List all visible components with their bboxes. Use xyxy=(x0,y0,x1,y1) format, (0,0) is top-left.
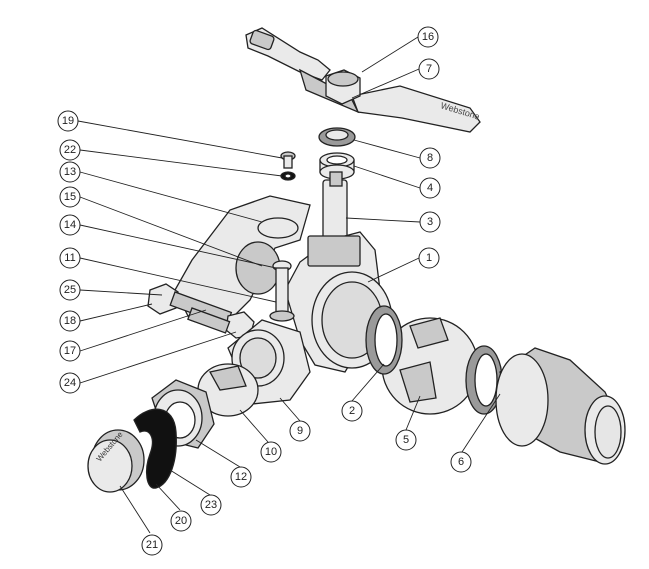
leader-4 xyxy=(353,165,421,189)
callout-21-label: 21 xyxy=(146,539,158,551)
leader-10 xyxy=(239,409,269,443)
callout-19: 19 xyxy=(57,110,79,132)
leader-22 xyxy=(79,149,283,177)
callouts: 16 7 8 4 3 1 19 22 13 15 14 11 25 18 17 … xyxy=(57,26,472,556)
right-seat-ring xyxy=(465,345,503,415)
leader-5 xyxy=(405,395,421,431)
callout-15-label: 15 xyxy=(64,191,76,203)
callout-5-label: 5 xyxy=(403,434,409,446)
callout-2: 2 xyxy=(341,400,363,422)
callout-4-label: 4 xyxy=(427,182,433,194)
callout-22-label: 22 xyxy=(64,144,76,156)
valve-stem xyxy=(322,171,348,241)
callout-21: 21 xyxy=(141,534,163,556)
callout-24: 24 xyxy=(59,372,81,394)
callout-2-label: 2 xyxy=(349,405,355,417)
leader-18 xyxy=(79,303,153,322)
leader-12 xyxy=(195,439,241,468)
callout-20-label: 20 xyxy=(175,515,187,527)
callout-3-label: 3 xyxy=(427,216,433,228)
leader-lines xyxy=(77,36,501,534)
callout-9-label: 9 xyxy=(297,425,303,437)
callout-10: 10 xyxy=(260,441,282,463)
leader-16 xyxy=(361,36,419,73)
callout-23: 23 xyxy=(200,494,222,516)
valve-illustration: Webstone xyxy=(87,27,626,493)
callout-5: 5 xyxy=(395,429,417,451)
leader-19 xyxy=(77,120,283,159)
callout-7: 7 xyxy=(418,58,440,80)
packing-washer xyxy=(318,127,356,147)
callout-17-label: 17 xyxy=(64,345,76,357)
callout-14-label: 14 xyxy=(64,219,76,231)
leader-21 xyxy=(119,485,151,534)
stem-nut xyxy=(325,69,361,105)
callout-9: 9 xyxy=(289,420,311,442)
callout-6: 6 xyxy=(450,451,472,473)
callout-25: 25 xyxy=(59,279,81,301)
callout-11: 11 xyxy=(59,247,81,269)
leader-6 xyxy=(461,393,501,453)
callout-16: 16 xyxy=(417,26,439,48)
callout-8-label: 8 xyxy=(427,152,433,164)
main-handle: Webstone xyxy=(245,27,481,133)
leader-9 xyxy=(279,397,301,422)
callout-18-label: 18 xyxy=(64,315,76,327)
callout-11-label: 11 xyxy=(64,252,75,264)
leader-7 xyxy=(351,68,420,99)
leader-25 xyxy=(79,289,163,296)
drain-ball xyxy=(197,363,259,417)
leader-11 xyxy=(79,257,277,303)
callout-6-label: 6 xyxy=(458,456,464,468)
drain-stem xyxy=(269,260,295,322)
callout-19-label: 19 xyxy=(62,115,74,127)
callout-20: 20 xyxy=(170,510,192,532)
leader-2 xyxy=(351,363,385,402)
callout-1-label: 1 xyxy=(426,252,432,264)
callout-8: 8 xyxy=(419,147,441,169)
leader-20 xyxy=(155,483,181,511)
body-bolts xyxy=(147,283,255,339)
leader-1 xyxy=(367,257,420,283)
callout-13-label: 13 xyxy=(64,166,76,178)
seat-ring xyxy=(365,305,403,375)
callout-23-label: 23 xyxy=(205,499,217,511)
callout-14: 14 xyxy=(59,214,81,236)
callout-10-label: 10 xyxy=(265,446,277,458)
cap-strap xyxy=(133,408,177,489)
callout-24-label: 24 xyxy=(64,377,76,389)
small-screw xyxy=(280,151,296,181)
callout-4: 4 xyxy=(419,177,441,199)
callout-22: 22 xyxy=(59,139,81,161)
leader-3 xyxy=(345,217,421,223)
callout-17: 17 xyxy=(59,340,81,362)
leader-23 xyxy=(169,469,211,496)
leader-13 xyxy=(79,171,263,223)
callout-1: 1 xyxy=(418,247,440,269)
callout-12-label: 12 xyxy=(235,471,247,483)
callout-25-label: 25 xyxy=(64,284,76,296)
leader-8 xyxy=(353,139,421,159)
callout-3: 3 xyxy=(419,211,441,233)
callout-12: 12 xyxy=(230,466,252,488)
leader-15 xyxy=(79,196,263,267)
drain-hose-cap: Webstone xyxy=(87,429,145,493)
callout-18: 18 xyxy=(59,310,81,332)
leader-14 xyxy=(79,224,277,269)
end-connector xyxy=(495,347,626,465)
callout-7-label: 7 xyxy=(426,63,432,75)
leader-17 xyxy=(79,309,207,352)
callout-16-label: 16 xyxy=(422,31,434,43)
ball xyxy=(381,317,479,415)
callout-13: 13 xyxy=(59,161,81,183)
leader-24 xyxy=(79,331,237,384)
callout-15: 15 xyxy=(59,186,81,208)
